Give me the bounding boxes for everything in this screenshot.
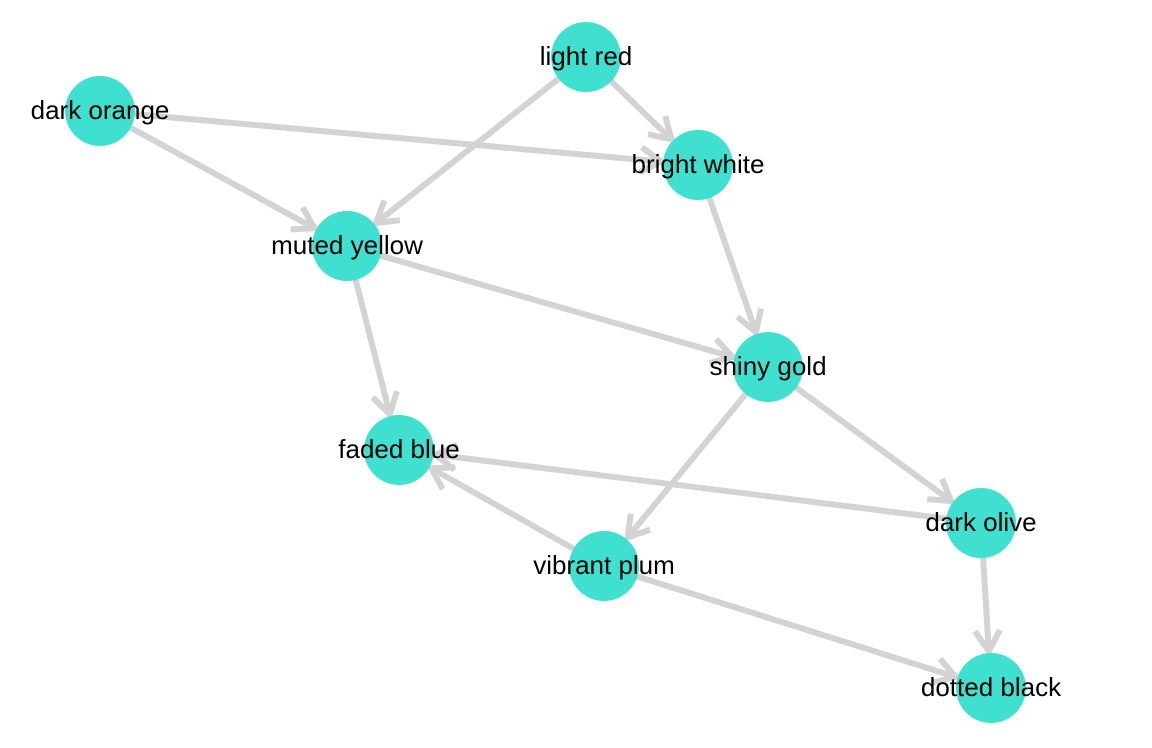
arrowhead-icon <box>972 628 1003 657</box>
arrowhead-icon <box>708 337 738 367</box>
node-circle[interactable] <box>364 415 434 485</box>
node-circle[interactable] <box>312 211 382 281</box>
arrowhead-icon <box>638 144 667 176</box>
arrowhead-icon <box>370 390 400 420</box>
edge-line <box>98 108 314 230</box>
edge-dark-orange-to-bright-white <box>99 108 667 176</box>
arrowhead-icon <box>623 513 652 542</box>
edge-line <box>603 563 954 679</box>
node-circle[interactable] <box>551 22 621 92</box>
edges-layer <box>98 54 1003 686</box>
arrowhead-icon <box>931 656 962 686</box>
edge-line <box>346 243 731 359</box>
arrowhead-icon <box>290 205 320 233</box>
node-circle[interactable] <box>65 76 135 146</box>
arrowhead-icon <box>426 464 456 491</box>
node-muted-yellow[interactable]: muted yellow <box>271 211 423 281</box>
node-circle[interactable] <box>663 130 733 200</box>
edge-shiny-gold-to-dark-olive <box>766 364 956 505</box>
arrowhead-icon <box>430 441 459 472</box>
node-circle[interactable] <box>956 653 1026 723</box>
edge-line <box>766 364 951 502</box>
edge-line <box>627 365 771 538</box>
arrowhead-icon <box>371 199 401 227</box>
node-shiny-gold[interactable]: shiny gold <box>709 332 827 402</box>
edge-line <box>438 452 982 526</box>
edge-dark-olive-to-faded-blue <box>430 441 982 526</box>
edge-dark-orange-to-muted-yellow <box>98 108 320 233</box>
edge-vibrant-plum-to-dotted-black <box>603 563 962 686</box>
edge-muted-yellow-to-shiny-gold <box>346 243 738 367</box>
edge-line <box>99 108 659 165</box>
node-circle[interactable] <box>946 488 1016 558</box>
node-circle[interactable] <box>733 332 803 402</box>
arrowhead-icon <box>735 307 764 338</box>
edge-shiny-gold-to-vibrant-plum <box>623 365 771 542</box>
arrowhead-icon <box>647 115 676 144</box>
node-vibrant-plum[interactable]: vibrant plum <box>533 531 675 601</box>
edge-light-red-to-muted-yellow <box>371 54 588 227</box>
node-circle[interactable] <box>569 531 639 601</box>
arrowhead-icon <box>926 477 956 505</box>
edge-line <box>376 54 588 224</box>
